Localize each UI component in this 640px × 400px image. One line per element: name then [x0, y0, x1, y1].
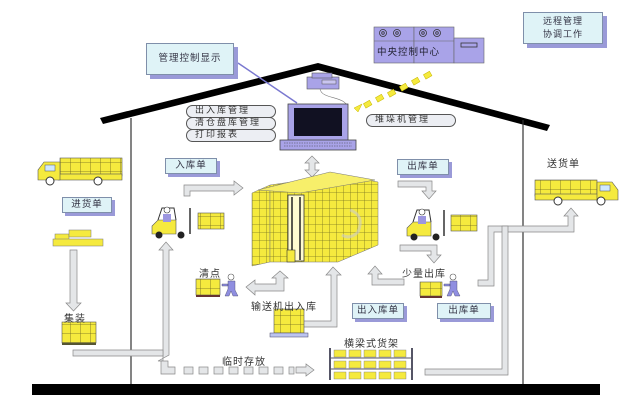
- counting-worker: [195, 273, 239, 297]
- receiving-note-card: 进货单: [62, 197, 112, 213]
- delivery-truck: [534, 179, 619, 206]
- control-center-label: 中央控制中心: [377, 47, 441, 58]
- counting-label: 清点: [199, 269, 221, 280]
- stacker-management-label: 堆垛机管理: [366, 114, 456, 127]
- inbound-order-card: 入库单: [165, 158, 217, 174]
- temporary-storage-label: 临时存放: [222, 357, 266, 368]
- printer: [306, 72, 349, 109]
- receiving-truck: [37, 157, 123, 186]
- consolidated-pallet: [61, 321, 97, 345]
- forklift-inbound: [151, 206, 225, 239]
- computer-rack-link-arrow: [304, 155, 320, 178]
- management-display-callout: 管理控制显示: [146, 43, 234, 75]
- central-control-center: [373, 26, 485, 64]
- function-print-report: 打印报表: [186, 129, 276, 142]
- consolidation-label: 集装: [64, 314, 86, 325]
- arrow-temp-storage-start: [160, 360, 176, 375]
- arrow-forklift-left-up: [157, 241, 174, 362]
- arrow-forklift-to-small-outbound: [399, 244, 442, 264]
- arrow-collect-to-left: [72, 349, 164, 357]
- remote-management-callout: 远程管理 协调工作: [523, 12, 603, 44]
- beam-rack-label: 横梁式货架: [344, 339, 399, 350]
- remote-management-line1: 远程管理: [542, 17, 583, 27]
- in-out-order-card: 出入库单: [352, 303, 404, 319]
- arrow-out-to-delivery: [477, 207, 579, 287]
- small-outbound-label: 少量出库: [402, 269, 446, 280]
- arrow-temp-storage-end: [295, 363, 315, 377]
- automated-storage-rack: [251, 171, 379, 267]
- wireless-signal-dots: [353, 70, 433, 113]
- arrow-rack-to-delivery: [424, 225, 509, 376]
- temporary-storage-path: [183, 366, 295, 375]
- floor: [32, 384, 600, 395]
- remote-management-line2: 协调工作: [542, 30, 583, 40]
- outbound-order-card-bottom: 出库单: [437, 303, 491, 319]
- small-outbound-worker: [419, 273, 461, 298]
- beam-rack-shelf: [329, 348, 413, 380]
- delivery-note-label: 送货单: [547, 159, 580, 170]
- arrow-receiving-down: [65, 249, 82, 312]
- forklift-outbound: [406, 208, 478, 241]
- arrow-inbound-to-rack: [183, 180, 244, 197]
- flow-arrows: [65, 180, 579, 377]
- house-outline: [32, 63, 600, 395]
- callout-pointer: [237, 62, 298, 104]
- arrow-small-outbound-to-rack: [367, 265, 405, 286]
- receiving-cargo: [52, 229, 104, 247]
- arrow-counting-rack: [245, 270, 289, 296]
- conveyor-pallet: [269, 308, 309, 338]
- computer-workstation: [279, 103, 357, 151]
- roof: [100, 63, 550, 131]
- arrow-outbound-order-down: [397, 180, 437, 200]
- outbound-order-card-top: 出库单: [397, 159, 449, 175]
- conveyor-in-out-label: 输送机出入库: [251, 302, 317, 313]
